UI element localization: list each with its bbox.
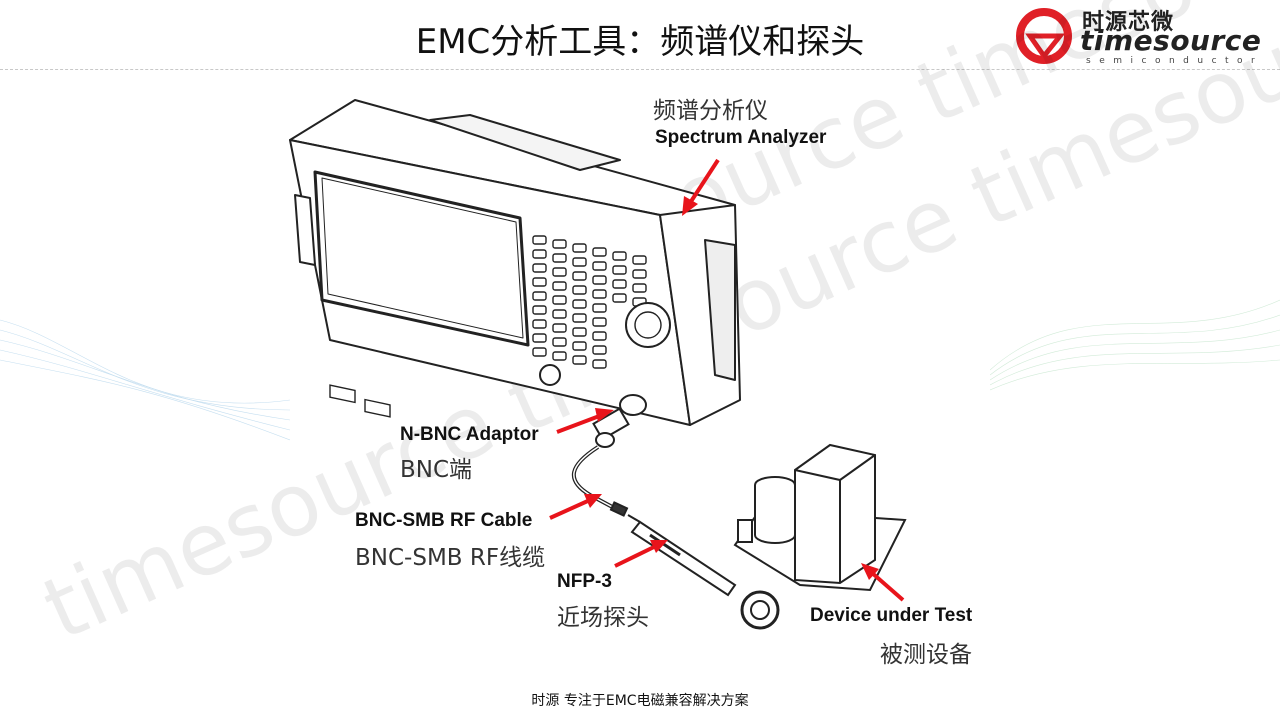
keypad-key — [532, 263, 547, 273]
keypad-key — [552, 309, 567, 319]
slide-footer: 时源 专注于EMC电磁兼容解决方案 — [531, 693, 749, 709]
wave-decoration-right — [990, 299, 1280, 391]
slide-title: EMC分析工具：频谱仪和探头 — [415, 22, 865, 62]
device-under-test — [733, 443, 907, 592]
keypad-key — [552, 281, 567, 291]
keypad-key — [572, 355, 587, 365]
keypad-key — [592, 345, 607, 355]
keypad-key — [532, 333, 547, 343]
wave-decoration-left — [0, 319, 290, 441]
keypad-key — [572, 271, 587, 281]
analyzer-label-cn: 频谱分析仪 — [653, 98, 768, 124]
keypad-key — [552, 337, 567, 347]
dut-label-en: Device under Test — [810, 605, 973, 626]
keypad-key — [592, 359, 607, 369]
keypad-key — [632, 269, 647, 279]
keypad-key — [612, 293, 627, 303]
adaptor-label-en: N-BNC Adaptor — [400, 424, 539, 445]
cable-label-cn: BNC-SMB RF线缆 — [355, 545, 546, 571]
keypad-key — [632, 255, 647, 265]
spectrum-analyzer-drawing — [289, 99, 741, 426]
dut-label-cn: 被测设备 — [880, 642, 972, 668]
keypad-key — [572, 313, 587, 323]
keypad-key — [592, 289, 607, 299]
keypad-key — [612, 265, 627, 275]
keypad-key — [552, 295, 567, 305]
keypad-key — [552, 323, 567, 333]
keypad-key — [612, 279, 627, 289]
keypad-key — [532, 249, 547, 259]
keypad-key — [592, 317, 607, 327]
keypad-key — [532, 347, 547, 357]
keypad-key — [532, 277, 547, 287]
keypad-key — [532, 291, 547, 301]
logo-english-name: timesource — [1080, 24, 1262, 57]
keypad-key — [552, 239, 567, 249]
keypad-key — [572, 285, 587, 295]
keypad-key — [592, 275, 607, 285]
probe-label-en: NFP-3 — [557, 571, 612, 592]
keypad-key — [592, 331, 607, 341]
keypad-key — [632, 283, 647, 293]
analyzer-label-en: Spectrum Analyzer — [655, 127, 827, 148]
keypad-key — [572, 299, 587, 309]
keypad-key — [592, 303, 607, 313]
bnc-adaptor-and-cable — [571, 394, 647, 517]
keypad-key — [532, 305, 547, 315]
callout-arrows — [549, 158, 905, 602]
keypad-key — [552, 351, 567, 361]
keypad-key — [572, 341, 587, 351]
keypad-key — [592, 261, 607, 271]
analyzer-keypad — [329, 235, 671, 418]
keypad-key — [552, 267, 567, 277]
keypad-key — [572, 243, 587, 253]
timesource-logo-icon — [1016, 8, 1072, 64]
header-divider — [0, 69, 1280, 70]
cable-label-en: BNC-SMB RF Cable — [355, 510, 533, 531]
keypad-key — [552, 253, 567, 263]
logo-subtitle: semiconductor — [1086, 56, 1264, 66]
adaptor-label-cn: BNC端 — [400, 457, 473, 483]
keypad-key — [532, 235, 547, 245]
keypad-key — [572, 257, 587, 267]
keypad-key — [572, 327, 587, 337]
keypad-key — [532, 319, 547, 329]
probe-label-cn: 近场探头 — [557, 605, 649, 631]
logo-chinese-name: 时源芯微 — [1082, 10, 1175, 35]
keypad-key — [612, 251, 627, 261]
keypad-key — [592, 247, 607, 257]
